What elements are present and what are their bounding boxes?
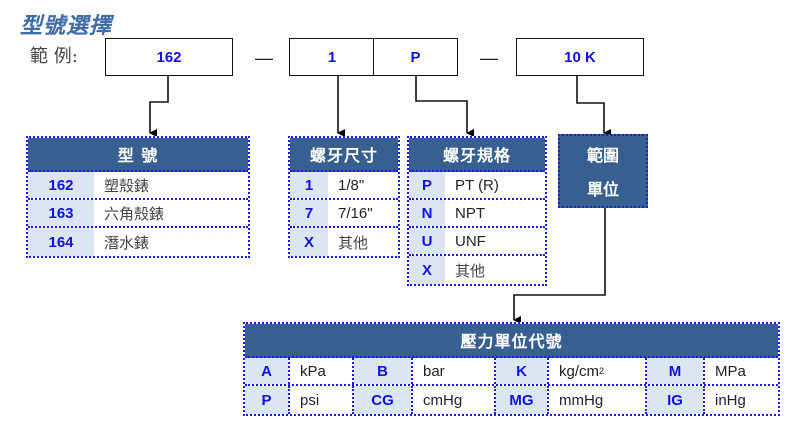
example-thread-size-box: 1 [289,38,375,76]
table-row: N NPT [409,200,545,228]
thread-spec-code: N [409,200,445,226]
thread-spec-code: X [409,256,445,284]
connector-model [149,76,169,137]
model-desc: 潛水錶 [104,233,150,252]
example-thread-spec-code: P [410,48,421,66]
thread-spec-desc: NPT [455,204,485,222]
pressure-desc: psi [288,386,354,414]
thread-spec-desc: UNF [455,232,486,250]
thread-size-code: 7 [290,200,328,226]
thread-spec-table: 螺牙規格 P PT (R) N NPT U UNF X 其他 [407,136,547,286]
pressure-desc: bar [411,358,496,384]
thread-size-desc: 1/8" [338,176,365,194]
range-unit-line2: 單位 [586,180,619,199]
range-unit-line1: 範圍 [586,146,619,165]
model-table-header: 型 號 [28,138,248,172]
example-model-code: 162 [156,48,182,66]
thread-size-table-header: 螺牙尺寸 [290,138,398,172]
dash-separator: — [480,48,498,68]
model-code: 163 [28,200,94,226]
pressure-unit-table-header: 壓力單位代號 [245,324,778,358]
example-range-unit-box: 10 K [516,38,644,76]
pressure-code: A [245,358,288,384]
model-table: 型 號 162 塑殼錶 163 六角殼錶 164 潛水錶 [26,136,250,258]
pressure-code: K [496,358,547,384]
pressure-code: CG [354,386,411,414]
pressure-desc: mmHg [547,386,647,414]
connector-range-unit [576,76,611,137]
table-row: 164 潛水錶 [28,228,248,256]
range-unit-box: 範圍 單位 [558,134,648,208]
thread-spec-table-header: 螺牙規格 [409,138,545,172]
pressure-desc: MPa [703,358,778,384]
pressure-desc: cmHg [411,386,496,414]
table-row: X 其他 [290,228,398,256]
thread-spec-desc: 其他 [455,261,486,280]
pressure-desc: inHg [703,386,778,414]
table-row: 162 塑殼錶 [28,172,248,200]
pressure-code: MG [496,386,547,414]
thread-size-table: 螺牙尺寸 1 1/8" 7 7/16" X 其他 [288,136,400,258]
example-model-box: 162 [105,38,233,76]
thread-size-desc: 其他 [338,233,369,252]
example-label: 範 例: [30,46,78,67]
pressure-code: IG [647,386,703,414]
pressure-code: P [245,386,288,414]
thread-spec-code: P [409,172,445,198]
table-row: 163 六角殼錶 [28,200,248,228]
thread-spec-desc: PT (R) [455,176,499,194]
table-row: X 其他 [409,256,545,284]
table-row: 7 7/16" [290,200,398,228]
model-code: 164 [28,228,94,256]
example-range-unit-code: 10 K [564,48,596,66]
pressure-code: B [354,358,411,384]
table-row: 1 1/8" [290,172,398,200]
model-code: 162 [28,172,94,198]
pressure-desc-text: kg/cm [559,362,600,380]
model-desc: 塑殼錶 [104,176,150,195]
pressure-code: M [647,358,703,384]
example-thread-spec-box: P [373,38,458,76]
page-title: 型號選擇 [20,14,113,39]
thread-size-desc: 7/16" [338,204,373,222]
table-row: P psi CG cmHg MG mmHg IG inHg [245,386,778,414]
connector-thread-spec [415,76,474,137]
pressure-desc: kPa [288,358,354,384]
thread-size-code: X [290,228,328,256]
thread-size-code: 1 [290,172,328,198]
model-desc: 六角殼錶 [104,204,165,223]
table-row: U UNF [409,228,545,256]
thread-spec-code: U [409,228,445,254]
dash-separator: — [255,48,273,68]
table-row: P PT (R) [409,172,545,200]
example-thread-size-code: 1 [327,48,337,66]
